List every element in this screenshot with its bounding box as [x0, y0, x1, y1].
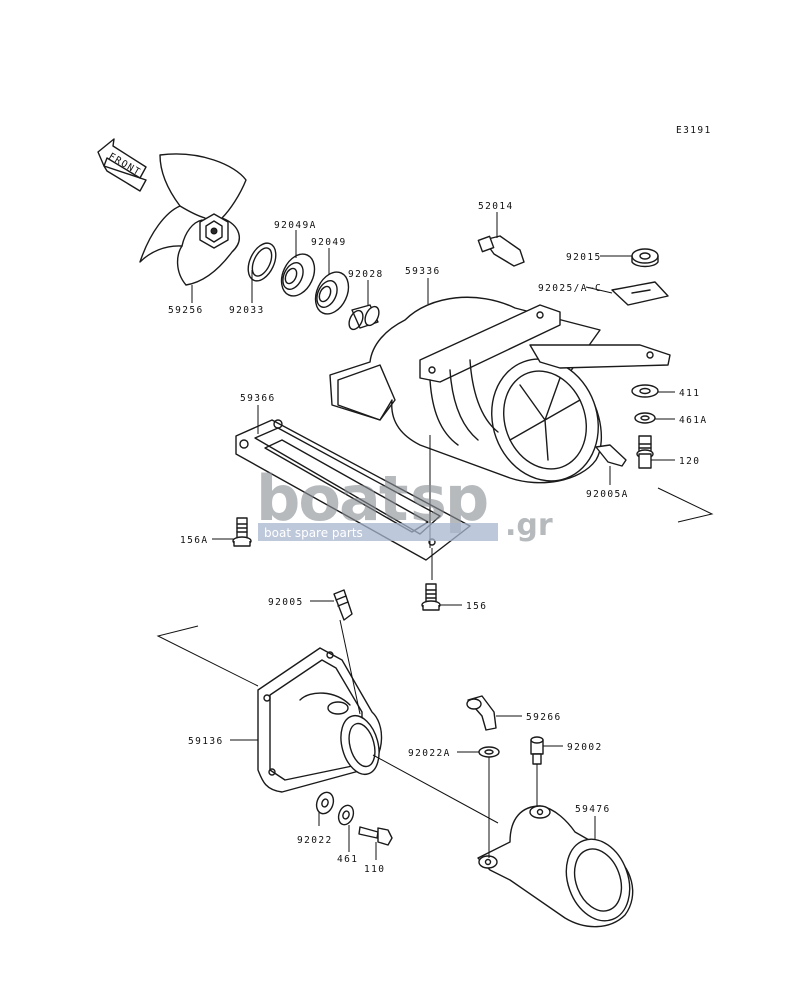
label-59476: 59476 [575, 804, 611, 815]
label-92049A: 92049A [274, 220, 317, 231]
label-156A: 156A [180, 535, 208, 546]
lockwasher-461 [337, 804, 355, 826]
fitting-92005A [595, 444, 627, 467]
nut-92015 [631, 248, 659, 268]
label-59266: 59266 [526, 712, 562, 723]
front-arrow-icon: FRONT [97, 138, 147, 192]
label-461: 461 [337, 854, 358, 865]
label-92022A: 92022A [408, 748, 451, 759]
nozzle-housing-59136 [257, 647, 383, 793]
label-110: 110 [364, 864, 385, 875]
grease-nipple-52014 [477, 235, 525, 267]
circlip-92033 [247, 242, 277, 282]
label-92033: 92033 [229, 305, 265, 316]
impeller-59256 [139, 153, 247, 286]
bolt-110 [358, 826, 393, 846]
bearing-92049 [314, 271, 350, 315]
label-92005: 92005 [268, 597, 304, 608]
watermark: boat sp .gr boat spare parts [256, 462, 553, 543]
washer-411 [631, 384, 659, 398]
label-92028: 92028 [348, 269, 384, 280]
label-52014: 52014 [478, 201, 514, 212]
watermark-brand-right: sp [410, 462, 487, 535]
label-59136: 59136 [188, 736, 224, 747]
watermark-band [258, 523, 498, 541]
pump-housing-59336 [329, 296, 671, 484]
watermark-tld: .gr [505, 508, 553, 543]
elbow-59266 [466, 695, 497, 731]
label-59366: 59366 [240, 393, 276, 404]
fitting-92005 [333, 589, 353, 621]
label-120: 120 [679, 456, 700, 467]
label-92005A: 92005A [586, 489, 629, 500]
watermark-brand-left: boat [256, 462, 408, 535]
label-156: 156 [466, 601, 487, 612]
leader-lines [191, 212, 675, 860]
washer-92022A [478, 746, 500, 758]
label-92002: 92002 [567, 742, 603, 753]
bolt-92002 [530, 736, 544, 765]
part-labels: 59256 92033 92049A 92049 92028 59336 520… [168, 201, 707, 875]
label-92015: 92015 [566, 252, 602, 263]
nozzle-59476 [477, 805, 634, 928]
label-92049: 92049 [311, 237, 347, 248]
label-411: 411 [679, 388, 700, 399]
watermark-tagline: boat spare parts [264, 526, 363, 540]
diagram-code: E3191 [676, 125, 712, 136]
label-59256: 59256 [168, 305, 204, 316]
bolt-120 [636, 435, 654, 469]
lockwasher-461A [634, 412, 656, 424]
bearing-92049A [280, 253, 316, 297]
label-59336: 59336 [405, 266, 441, 277]
washer-92022 [315, 791, 335, 815]
bolt-156A [232, 517, 252, 547]
spacer-92028 [348, 304, 380, 331]
shim-92025 [611, 281, 669, 306]
label-92025: 92025/A~C [538, 283, 602, 294]
label-92022: 92022 [297, 835, 333, 846]
bolt-156 [421, 583, 441, 611]
label-461A: 461A [679, 415, 707, 426]
